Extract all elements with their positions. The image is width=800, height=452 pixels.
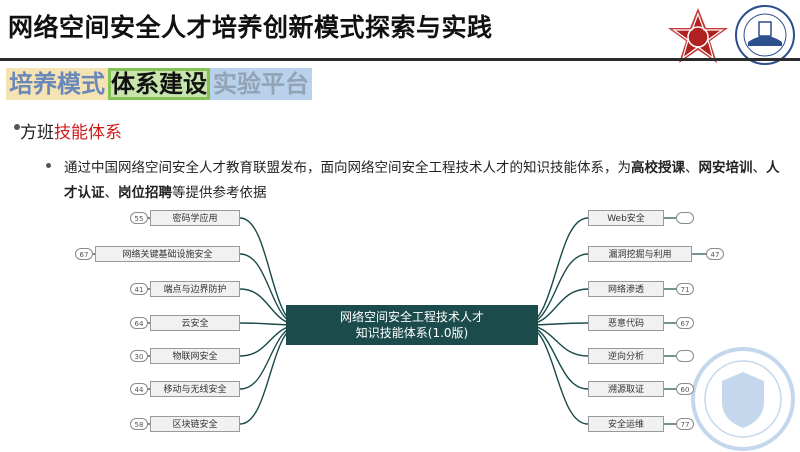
university-logo-icon bbox=[668, 8, 728, 63]
bold-term: 网安培训 bbox=[698, 160, 753, 176]
node-count-badge: 55 bbox=[130, 212, 148, 224]
header-divider bbox=[0, 58, 800, 61]
center-line-2: 知识技能体系(1.0版) bbox=[355, 326, 469, 340]
node-count-badge: 71 bbox=[676, 283, 694, 295]
center-line-1: 网络空间安全工程技术人才 bbox=[339, 310, 484, 324]
tab-system-building[interactable]: 体系建设 bbox=[108, 68, 210, 100]
node-count-badge: 47 bbox=[706, 248, 724, 260]
bullet-dot bbox=[14, 124, 20, 130]
sub-bullet-part: 通过中国网络空间安全人才教育联盟发布，面向网络空间安全工程技术人才的知识技能体系… bbox=[64, 160, 631, 176]
mindmap-node[interactable]: 安全运维 bbox=[588, 416, 664, 432]
node-count-badge: 41 bbox=[130, 283, 148, 295]
bullet-heading-prefix: 方班 bbox=[20, 123, 54, 143]
mindmap-node[interactable]: 区块链安全 bbox=[150, 416, 240, 432]
mindmap-node[interactable]: 漏洞挖掘与利用 bbox=[588, 246, 692, 262]
mindmap-node[interactable]: 网络关键基础设施安全 bbox=[95, 246, 240, 262]
alliance-watermark-icon bbox=[691, 347, 795, 451]
node-count-badge: 77 bbox=[676, 418, 694, 430]
mindmap-node[interactable]: 物联网安全 bbox=[150, 348, 240, 364]
sub-bullet-dot bbox=[46, 163, 51, 168]
sub-bullet-sep: 、 bbox=[104, 185, 119, 201]
node-count-badge: 44 bbox=[130, 383, 148, 395]
bold-term: 高校授课 bbox=[631, 160, 685, 176]
node-count-badge: 30 bbox=[130, 350, 148, 362]
institute-seal-icon bbox=[735, 5, 795, 65]
node-count-badge bbox=[676, 212, 694, 224]
mindmap-node[interactable]: 密码学应用 bbox=[150, 210, 240, 226]
page-title: 网络空间安全人才培养创新模式探索与实践 bbox=[8, 13, 493, 42]
node-count-badge: 64 bbox=[130, 317, 148, 329]
node-count-badge: 67 bbox=[75, 248, 93, 260]
bold-term: 人才认证 bbox=[64, 160, 780, 201]
mindmap-node[interactable]: Web安全 bbox=[588, 210, 664, 226]
mindmap-node[interactable]: 云安全 bbox=[150, 315, 240, 331]
mindmap-node[interactable]: 恶意代码 bbox=[588, 315, 664, 331]
bullet-heading: 方班技能体系 bbox=[20, 118, 122, 143]
node-count-badge bbox=[676, 350, 694, 362]
mindmap-node[interactable]: 逆向分析 bbox=[588, 348, 664, 364]
mindmap-node[interactable]: 网络渗透 bbox=[588, 281, 664, 297]
bullet-heading-highlight: 技能体系 bbox=[54, 123, 122, 143]
sub-bullet-sep: 、 bbox=[685, 160, 699, 176]
mindmap-node[interactable]: 端点与边界防护 bbox=[150, 281, 240, 297]
node-count-badge: 60 bbox=[676, 383, 694, 395]
mindmap-node[interactable]: 溯源取证 bbox=[588, 381, 664, 397]
sub-bullet-sep: 、 bbox=[752, 160, 767, 176]
tab-lab-platform[interactable]: 实验平台 bbox=[210, 68, 312, 100]
mindmap-center-node[interactable]: 网络空间安全工程技术人才 知识技能体系(1.0版) bbox=[286, 305, 538, 345]
node-count-badge: 67 bbox=[676, 317, 694, 329]
tab-training-mode[interactable]: 培养模式 bbox=[6, 68, 108, 100]
bold-term: 岗位招聘 bbox=[118, 185, 172, 201]
node-count-badge: 58 bbox=[130, 418, 148, 430]
sub-bullet-part: 等提供参考依据 bbox=[172, 185, 267, 201]
mindmap-node[interactable]: 移动与无线安全 bbox=[150, 381, 240, 397]
section-tabs: 培养模式 体系建设 实验平台 bbox=[6, 68, 312, 100]
sub-bullet-text: 通过中国网络空间安全人才教育联盟发布，面向网络空间安全工程技术人才的知识技能体系… bbox=[64, 156, 784, 206]
